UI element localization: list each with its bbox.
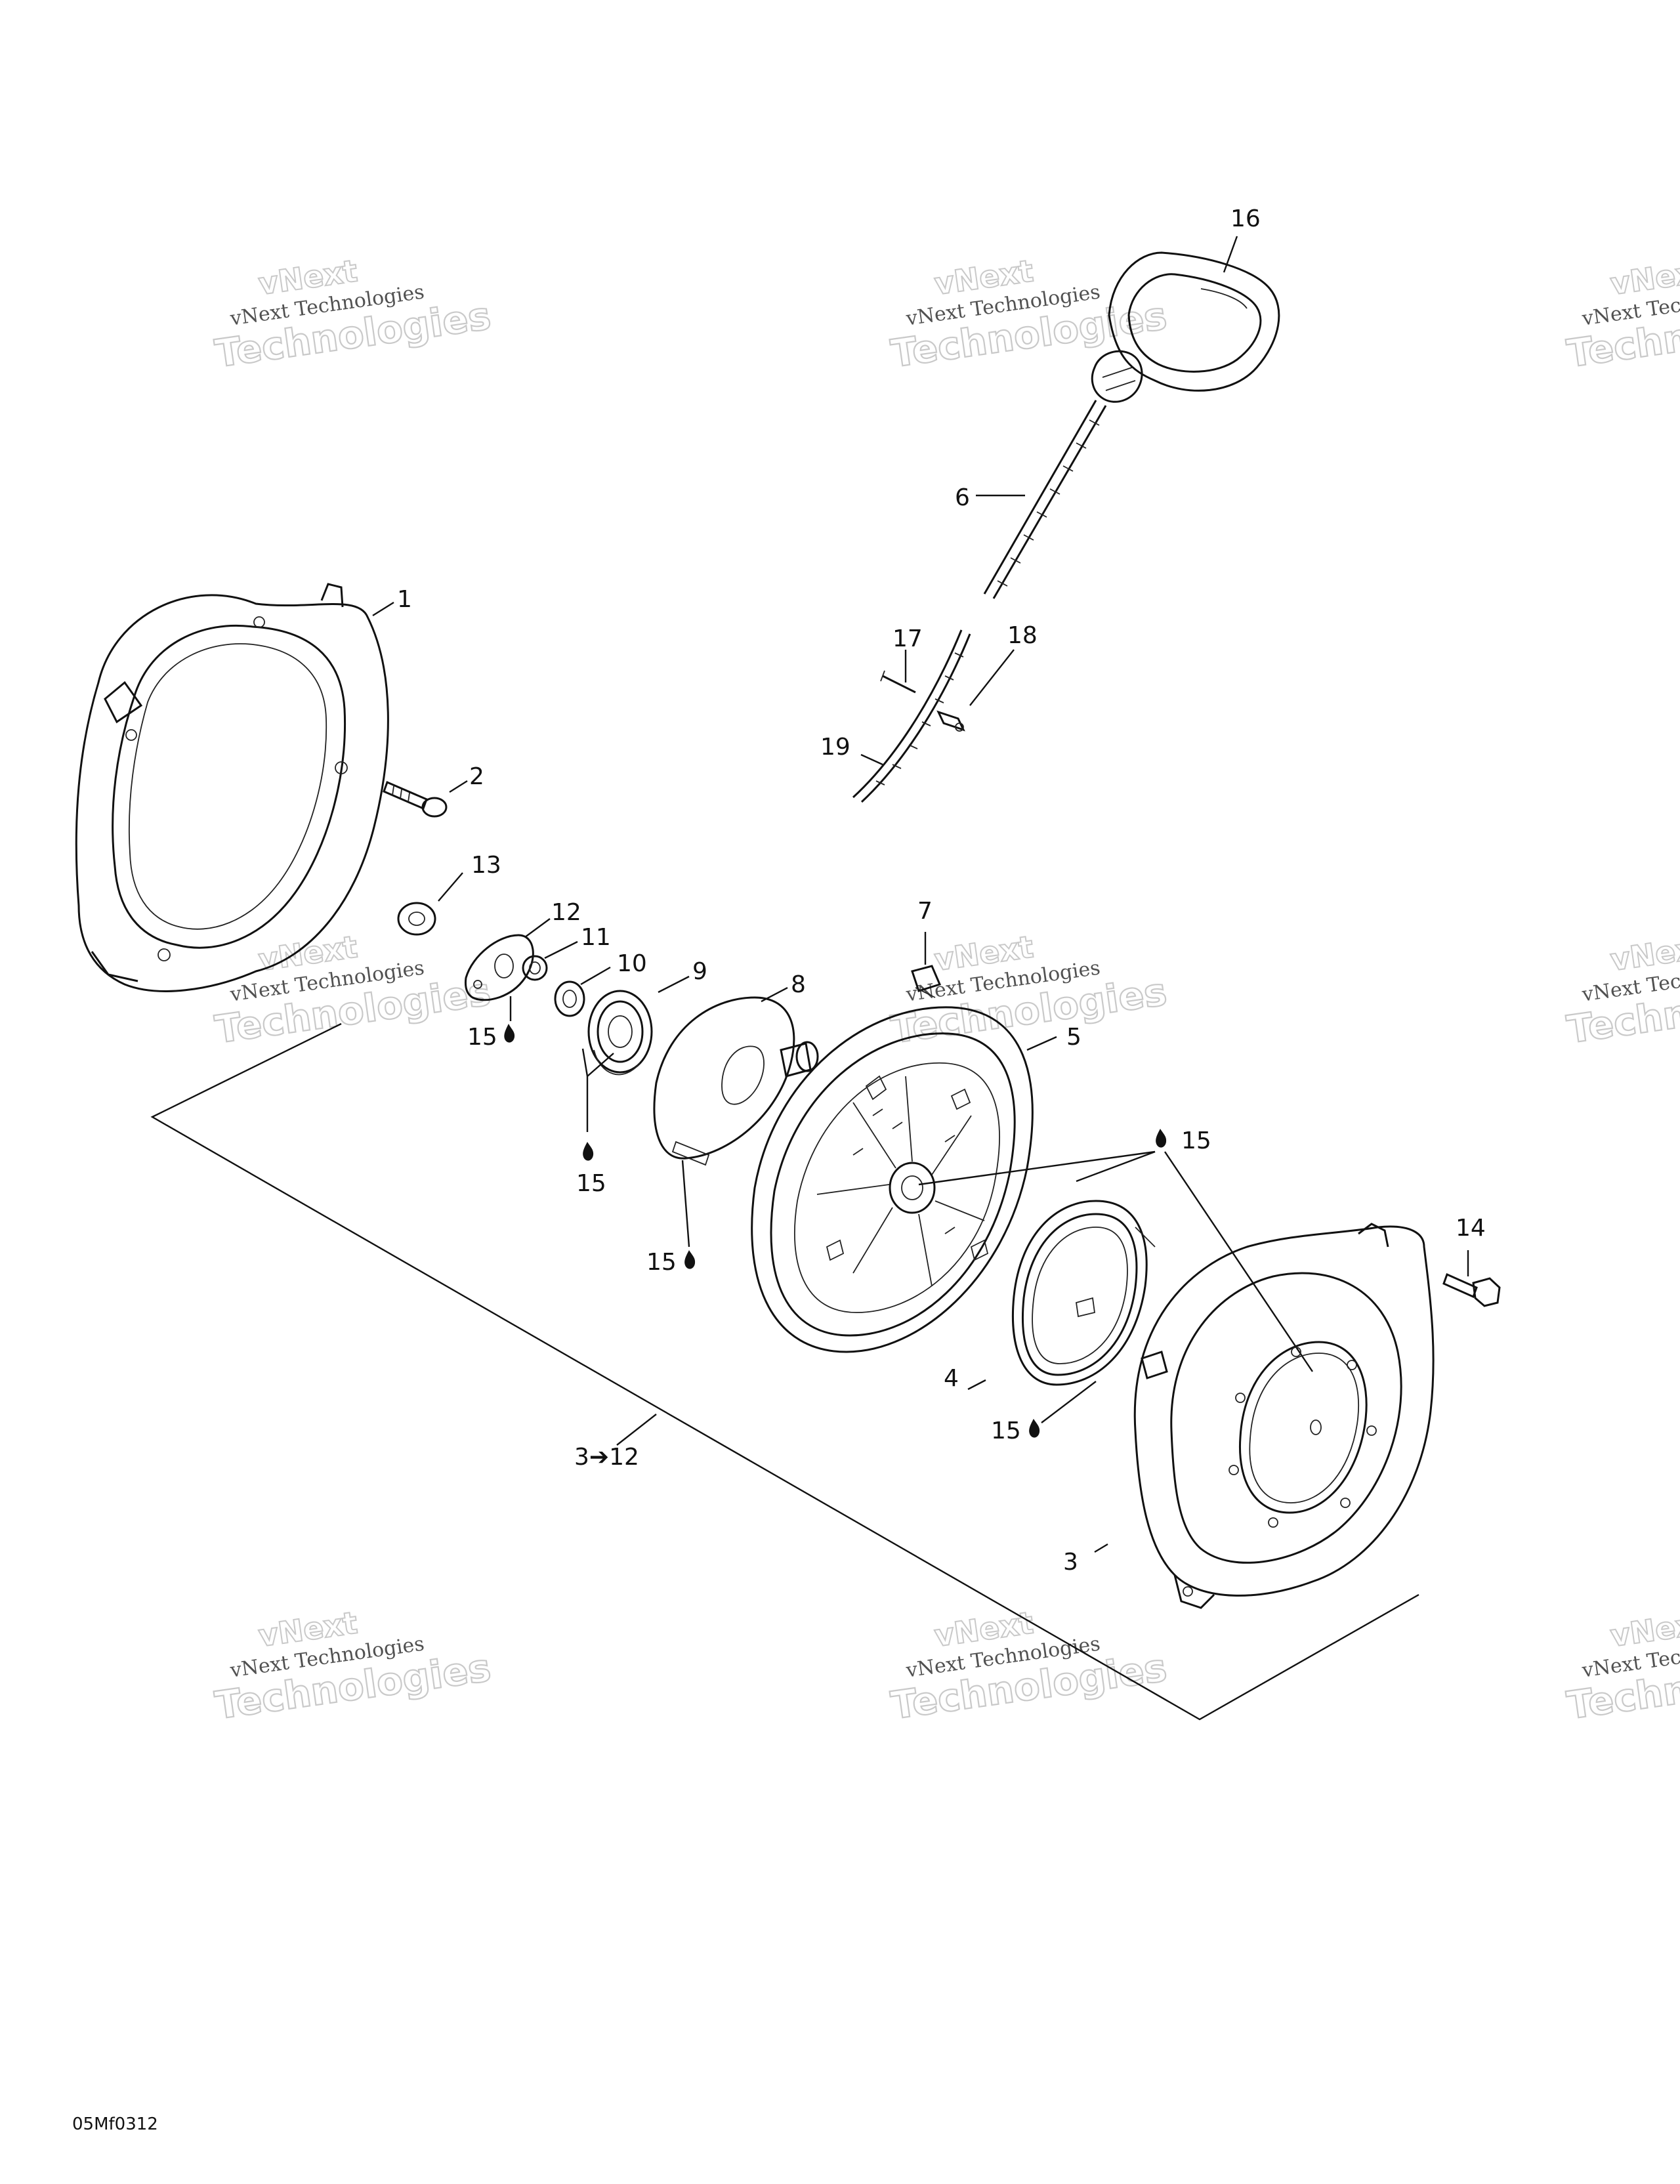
assembly-bracket [150,1022,1419,1721]
part-16-handle [1091,251,1280,403]
callout-10: 10 [617,950,647,977]
part-3-starter-housing [1133,1223,1435,1609]
part-17-pin [880,670,916,694]
grease-drop-icon [583,1142,594,1161]
callout-16: 16 [1230,205,1261,232]
callout-14: 14 [1456,1215,1486,1242]
callout-6: 6 [955,484,970,511]
callout-7: 7 [917,898,933,925]
part-11-washer [522,955,548,981]
callout-2: 2 [469,763,484,790]
callout-assembly-3-12: 3➔12 [574,1444,639,1471]
part-6-rope [983,400,1107,599]
callout-19: 19 [820,734,850,761]
part-13-nut [397,902,436,936]
part-18-clip [936,710,965,732]
watermark-group: vNext vNext Technologies Technologies vN… [212,252,1680,1729]
part-9-spring-cup [587,990,653,1076]
watermark-vnext: vNext [1608,253,1680,302]
callout-8: 8 [791,971,806,998]
watermark-vnext: vNext [1608,1605,1680,1654]
callout-5: 5 [1066,1024,1082,1051]
callout-15-a: 15 [467,1024,497,1051]
callout-18: 18 [1007,622,1038,649]
part-5-rope-sheave [751,1006,1034,1353]
callout-3: 3 [1063,1549,1078,1576]
callout-15-e: 15 [991,1418,1021,1444]
grease-drop-icon [1156,1129,1167,1148]
callout-11: 11 [581,924,611,951]
part-19-rope-end [852,629,971,803]
part-7-pawl [911,965,942,998]
part-1-guard-ring [75,583,389,992]
part-2-bolt [383,780,448,818]
part-12-plate [465,934,534,1001]
part-14-bolt [1442,1272,1501,1307]
watermark-vnext: vNext [1608,929,1680,978]
callout-17: 17 [892,625,923,652]
callout-15-c: 15 [646,1249,677,1276]
figure-code: 05Mf0312 [72,2114,158,2134]
grease-drop-icon [504,1024,515,1043]
part-4-recoil-spring [1011,1200,1156,1386]
callout-15-d: 15 [1181,1127,1211,1154]
callout-4: 4 [944,1365,959,1392]
callout-9: 9 [692,958,707,985]
part-8-pawl-plate [653,996,819,1166]
callout-13: 13 [471,852,501,879]
grease-drop-icon [684,1250,696,1269]
callout-15-b: 15 [576,1170,606,1197]
part-10-bushing [554,980,585,1017]
callout-1: 1 [397,586,412,613]
grease-drop-icon [1029,1419,1040,1438]
callout-12: 12 [551,899,581,926]
